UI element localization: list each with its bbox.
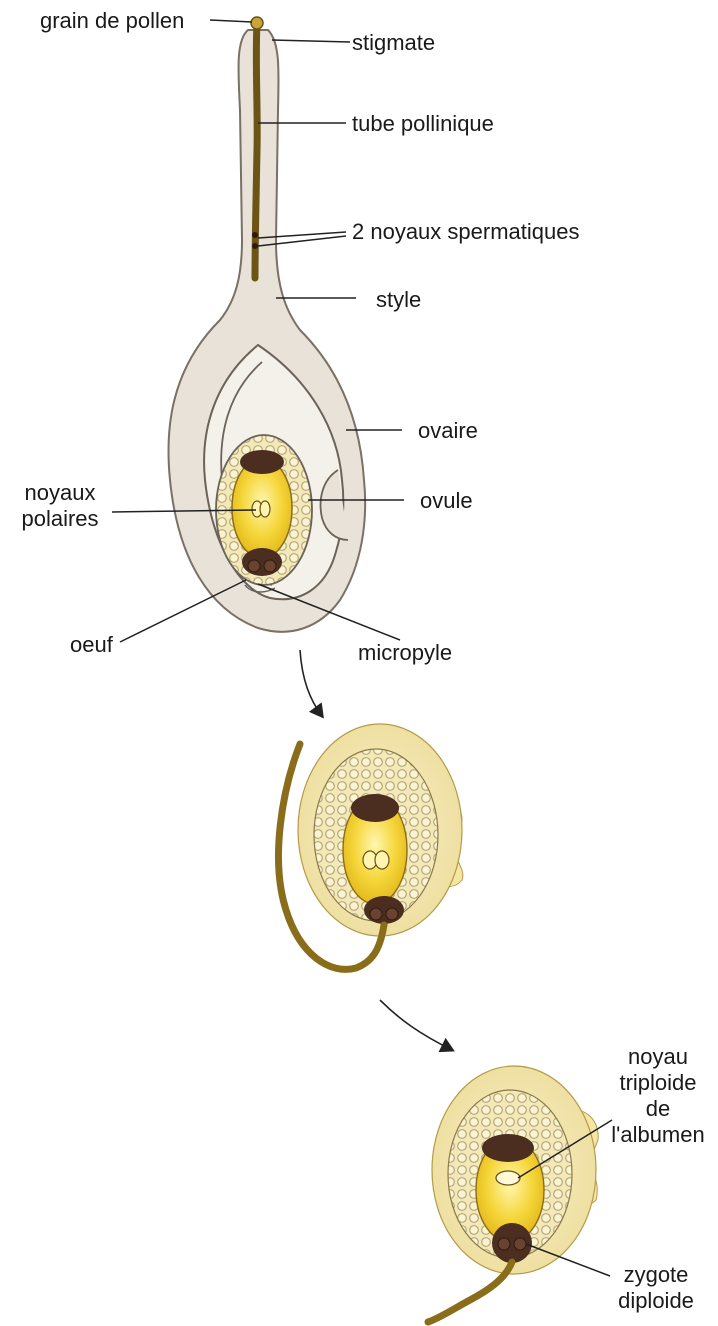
label-noyau-triploide-line4: l'albumen [604,1122,712,1148]
arrow-2 [380,1000,452,1050]
label-style: style [376,287,421,313]
label-noyau-triploide: noyau triploide de l'albumen [604,1044,712,1148]
label-noyau-triploide-line2: triploide [604,1070,712,1096]
label-grain-de-pollen: grain de pollen [40,8,184,34]
sperm-nucleus-2 [252,243,258,249]
pollen-grain [251,17,263,29]
label-noyau-triploide-line3: de [604,1096,712,1122]
ovule-2-synergid-b [386,908,398,920]
ovule-2-synergid-a [370,908,382,920]
ovule-3-zygote-cell-b [514,1238,526,1250]
synergid-left [248,560,260,572]
ovule-3-zygote-cell-a [498,1238,510,1250]
ovule-2-antipodal [351,794,399,822]
label-tube-pollinique: tube pollinique [352,111,494,137]
label-zygote-line2: diploide [606,1288,706,1314]
label-stigmate: stigmate [352,30,435,56]
label-oeuf: oeuf [70,632,113,658]
label-noyaux-spermatiques: 2 noyaux spermatiques [352,219,579,245]
ovule-2-polar-right [375,851,389,869]
label-ovaire: ovaire [418,418,478,444]
pistil [168,17,365,632]
ovule-3-triploid-nucleus [496,1171,520,1185]
ovule-stage-2 [279,724,463,969]
label-micropyle: micropyle [358,640,452,666]
label-noyaux-polaires: noyaux polaires [10,480,110,532]
label-noyaux-polaires-line1: noyaux [10,480,110,506]
ovule-stage-3 [428,1066,598,1322]
arrow-1 [300,650,322,716]
sperm-nucleus-1 [252,232,258,238]
synergid-right [264,560,276,572]
label-zygote-diploide: zygote diploide [606,1262,706,1314]
egg-apparatus [242,548,282,576]
pollen-tube [255,24,257,278]
polar-nucleus-right [260,501,270,517]
antipodal-cells [240,450,284,474]
ovule-3-antipodal [482,1134,534,1162]
ovule-2-egg [364,896,404,924]
label-noyau-triploide-line1: noyau [604,1044,712,1070]
label-noyaux-polaires-line2: polaires [10,506,110,532]
label-zygote-line1: zygote [606,1262,706,1288]
label-ovule: ovule [420,488,473,514]
